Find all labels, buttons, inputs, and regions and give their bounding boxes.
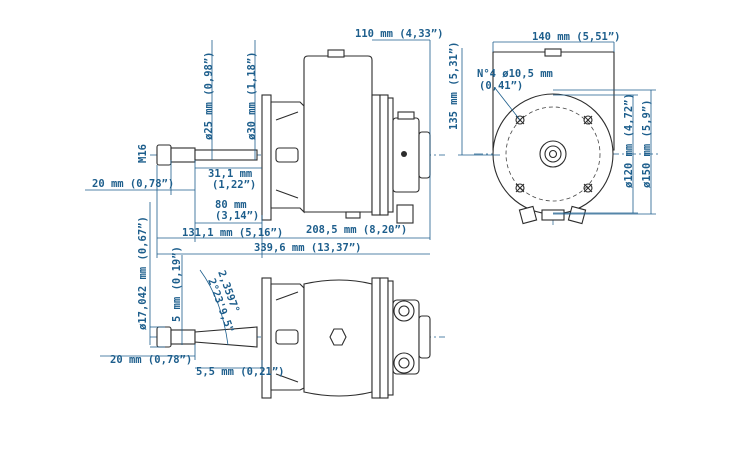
dim-m16: M16 xyxy=(137,144,149,163)
front-view xyxy=(474,48,660,225)
dim-131: 131,1 mm (5,16”) xyxy=(182,227,283,239)
dim-208: 208,5 mm (8,20”) xyxy=(306,224,407,236)
dim-hole-spec: N°4 ø10,5 mm xyxy=(477,68,553,80)
dim-5-5: 5,5 mm (0,21”) xyxy=(196,366,285,378)
bottom-view xyxy=(150,277,445,399)
dim-5: 5 mm (0,19”) xyxy=(171,246,183,322)
dim-31: 31,1 mm xyxy=(208,168,252,180)
dim-d17: ø17,042 mm (0,67”) xyxy=(137,216,149,330)
dim-d120: ø120 mm (4,72”) xyxy=(623,93,635,188)
dim-20-bottom: 20 mm (0,78”) xyxy=(110,354,192,366)
dim-d150: ø150 mm (5,9”) xyxy=(641,99,653,188)
dim-110: 110 mm (4,33”) xyxy=(355,28,444,40)
dim-80-in: (3,14”) xyxy=(215,210,259,222)
front-view-dimension-lines xyxy=(458,41,656,215)
dim-d25: ø25 mm (0,98”) xyxy=(203,51,215,140)
dim-31-in: (1,22”) xyxy=(212,179,256,191)
side-view-top xyxy=(150,49,445,224)
dim-20-top: 20 mm (0,78”) xyxy=(92,178,174,190)
dim-135: 135 mm (5,31”) xyxy=(448,41,460,130)
dim-hole-spec-in: (0,41”) xyxy=(479,80,523,92)
dim-d30: ø30 mm (1,18”) xyxy=(246,51,258,140)
dim-140: 140 mm (5,51”) xyxy=(532,31,621,43)
dim-80: 80 mm xyxy=(215,199,247,211)
bottom-view-dimension-lines xyxy=(100,202,263,376)
side-view-dimension-lines xyxy=(85,39,431,258)
dim-339: 339,6 mm (13,37”) xyxy=(254,242,361,254)
